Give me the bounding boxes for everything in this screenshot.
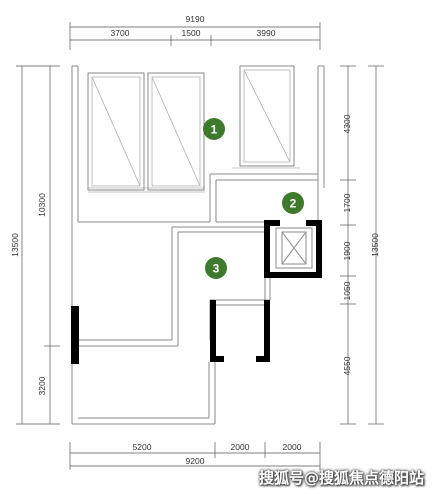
right-segment-2-label: 1700 — [342, 193, 352, 212]
marker-1: 1 — [203, 118, 225, 140]
left-total-label: 13500 — [10, 233, 20, 257]
top-segment-1-label: 3700 — [111, 28, 130, 38]
bottom-dimension-segments: 5200 2000 2000 — [69, 442, 321, 470]
bottom-total-label: 9200 — [186, 456, 205, 466]
bottom-segment-3-label: 2000 — [283, 442, 302, 452]
marker-1-label: 1 — [211, 123, 218, 137]
top-segment-2-label: 1500 — [182, 28, 201, 38]
right-dimension-segments: 4300 1700 1900 1050 4550 — [340, 65, 356, 425]
top-dimension-segments: 3700 1500 3990 — [70, 28, 320, 46]
marker-3-label: 3 — [213, 262, 220, 276]
marker-2: 2 — [282, 192, 304, 214]
left-dimension-total: 13500 — [10, 65, 60, 425]
left-segment-1-label: 10300 — [37, 193, 47, 217]
watermark: 搜狐号@搜狐焦点德阳站 — [258, 469, 424, 487]
right-segment-5-label: 4550 — [342, 356, 352, 375]
right-dimension-total: 13500 — [368, 65, 384, 425]
left-segment-2-label: 3200 — [37, 376, 47, 395]
bottom-dimension-total: 9200 — [70, 456, 320, 467]
right-total-label: 13500 — [370, 233, 380, 257]
window-middle — [147, 72, 205, 191]
left-dimension-segments: 10300 3200 — [37, 66, 60, 424]
top-segment-3-label: 3990 — [257, 28, 276, 38]
inner-partitions — [88, 167, 300, 193]
top-dimension-total: 9190 — [69, 14, 321, 50]
marker-3: 3 — [205, 257, 227, 279]
bottom-segment-2-label: 2000 — [231, 442, 250, 452]
bottom-segment-1-label: 5200 — [133, 442, 152, 452]
window-right — [239, 65, 295, 167]
right-segment-1-label: 4300 — [342, 114, 352, 133]
right-segment-3-label: 1900 — [342, 241, 352, 260]
structural-walls — [71, 220, 322, 364]
right-segment-4-label: 1050 — [342, 281, 352, 300]
top-total-label: 9190 — [186, 14, 205, 24]
elevator — [275, 227, 313, 269]
window-left — [87, 72, 145, 191]
marker-2-label: 2 — [290, 197, 297, 211]
outer-walls — [71, 65, 325, 425]
